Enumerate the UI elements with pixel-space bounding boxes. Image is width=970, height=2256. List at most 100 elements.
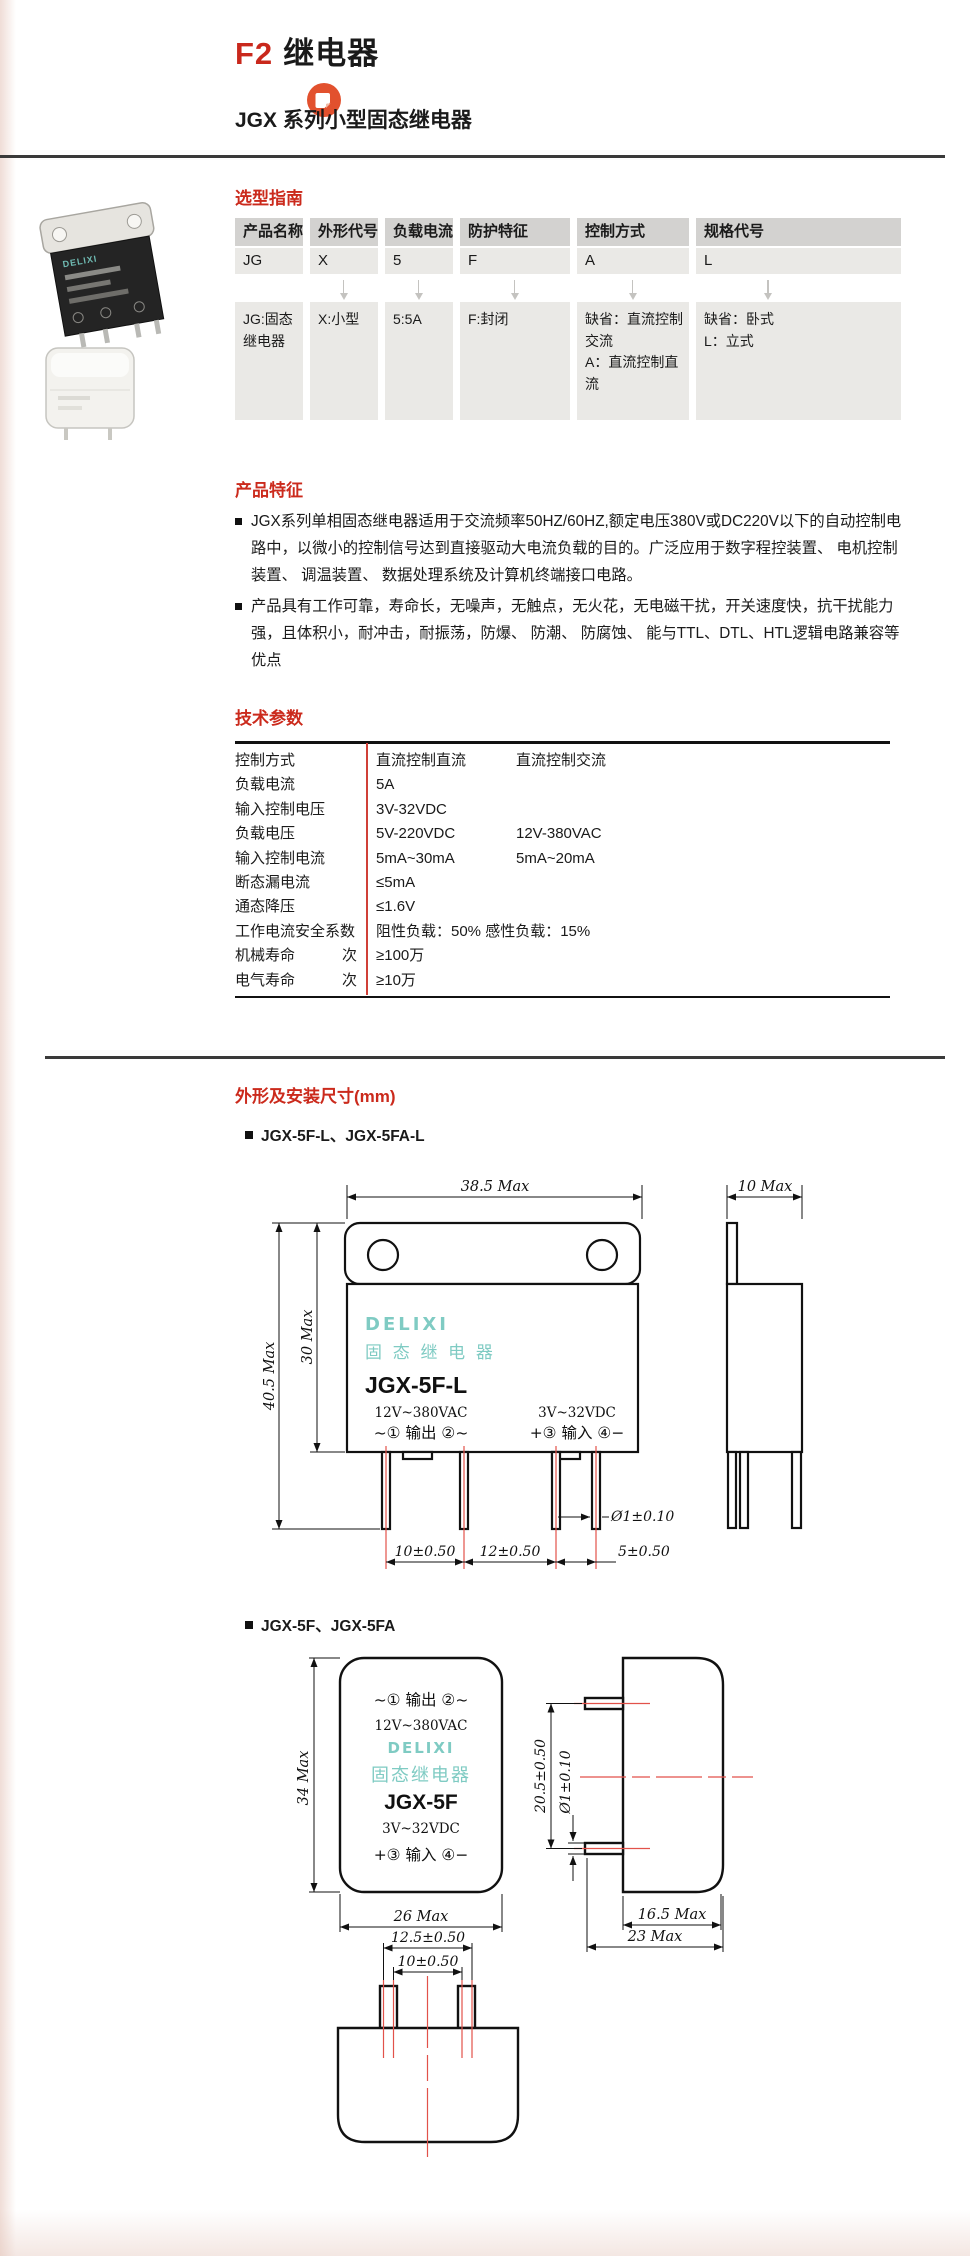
column-header: 外形代号 bbox=[310, 218, 378, 246]
dim-pitch-34: 5±0.50 bbox=[618, 1544, 670, 1560]
down-arrow-icon bbox=[310, 276, 378, 300]
side-view-outline: 10 Max bbox=[725, 1179, 804, 1530]
code-cell: 5 bbox=[385, 248, 453, 274]
bullet-square-icon bbox=[235, 603, 242, 610]
output-voltage: 12V~380VAC bbox=[375, 1718, 468, 1734]
param-label: 断态漏电流 bbox=[235, 874, 311, 891]
down-arrow-icon bbox=[385, 276, 453, 300]
input-voltage: 3V~32VDC bbox=[382, 1821, 460, 1837]
tech-row: 工作电流安全系数 阻性负载：50% 感性负载：15% bbox=[235, 920, 890, 944]
drawing1-label: JGX-5F-L、JGX-5FA-L bbox=[245, 1124, 425, 1146]
param-label: 输入控制电压 bbox=[235, 800, 326, 818]
param-value-dc: 3V-32VDC bbox=[376, 800, 447, 818]
param-value-ac: 12V-380VAC bbox=[516, 825, 602, 843]
input-terminals: +③ 输入 ④− bbox=[374, 1846, 469, 1864]
down-arrow-icon bbox=[636, 276, 901, 300]
dim-height: 34 Max bbox=[296, 1751, 312, 1806]
note-icon bbox=[307, 83, 341, 117]
drawing-jgx-5f: ~① 输出 ②~ 12V~380VAC DELIXI 固态继电器 JGX-5F … bbox=[296, 1656, 753, 2157]
dim-depth-body: 16.5 Max bbox=[638, 1907, 707, 1923]
param-label: 负载电流 bbox=[235, 776, 296, 794]
feature-item: JGX系列单相固态继电器适用于交流频率50HZ/60HZ,额定电压380V或DC… bbox=[235, 508, 911, 589]
tech-row: 电气寿命次≥10万 bbox=[235, 969, 890, 993]
desc-cell: 5:5A bbox=[385, 302, 453, 420]
dim-depth: 10 Max bbox=[738, 1179, 793, 1195]
heading-tech-params: 技术参数 bbox=[235, 709, 303, 728]
table-border-top bbox=[235, 741, 890, 744]
dim-depth-total: 23 Max bbox=[627, 1929, 683, 1945]
tech-row: 控制方式直流控制直流直流控制交流 bbox=[235, 749, 890, 773]
param-label: 通态降压 bbox=[235, 898, 296, 916]
bullet-square-icon bbox=[235, 518, 242, 525]
feature-text: 产品具有工作可靠，寿命长，无噪声，无触点，无火花，无电磁干扰，开关速度快，抗干扰… bbox=[251, 598, 900, 669]
param-label: 负载电压 bbox=[235, 825, 296, 843]
dim-width: 26 Max bbox=[393, 1909, 449, 1925]
side-view-outline bbox=[583, 1656, 725, 1894]
code-cell: X bbox=[310, 248, 378, 274]
param-unit: 次 bbox=[342, 971, 358, 989]
output-terminals: ~① 输出 ②~ bbox=[374, 1424, 469, 1442]
param-value-dc: 5A bbox=[376, 776, 395, 794]
drawing-jgx-5f-l: DELIXI 固 态 继 电 器 JGX-5F-L 12V~380VAC ~① … bbox=[262, 1179, 804, 1569]
column-header: 控制方式 bbox=[577, 218, 689, 246]
column-header: 产品名称 bbox=[235, 218, 303, 246]
dimension-lines: 38.5 Max 40.5 Max 30 Max Ø1±0.10 10±0.50… bbox=[262, 1179, 674, 1566]
down-arrow-icon bbox=[577, 276, 689, 300]
dim-pitch-12: 10±0.50 bbox=[395, 1544, 456, 1560]
output-terminals: ~① 输出 ②~ bbox=[374, 1691, 469, 1709]
column-header: 防护特征 bbox=[460, 218, 570, 246]
param-label: 机械寿命 bbox=[235, 947, 296, 965]
desc-cell: X:小型 bbox=[310, 302, 378, 420]
desc-cell: JG:固态继电器 bbox=[235, 302, 303, 420]
input-terminals: +③ 输入 ④− bbox=[530, 1424, 625, 1442]
tech-row: 断态漏电流≤5mA bbox=[235, 871, 890, 895]
page-title-text: 继电器 bbox=[283, 36, 380, 71]
page-title: F2 继电器 bbox=[235, 28, 379, 73]
model-text: JGX-5F-L bbox=[365, 1372, 467, 1398]
param-label: 控制方式 bbox=[235, 752, 296, 769]
down-arrow-icon bbox=[460, 276, 570, 300]
param-value-dc: ≤1.6V bbox=[376, 898, 416, 916]
drawing2-label: JGX-5F、JGX-5FA bbox=[245, 1614, 395, 1636]
code-cell: L bbox=[696, 248, 901, 274]
tech-row: 输入控制电压 3V-32VDC bbox=[235, 798, 890, 822]
brand-logo-text: DELIXI bbox=[365, 1314, 449, 1335]
param-value-dc: 5V-220VDC bbox=[376, 825, 456, 843]
output-voltage: 12V~380VAC bbox=[375, 1405, 468, 1421]
code-cell: JG bbox=[235, 248, 303, 274]
front-view-outline bbox=[338, 1656, 504, 1894]
param-unit: 次 bbox=[342, 947, 358, 965]
pin-centerlines bbox=[385, 1446, 597, 1569]
dim-pin-diameter: Ø1±0.10 bbox=[558, 1750, 574, 1814]
product-photo-vertical-relay: DELIXI bbox=[39, 202, 165, 348]
dim-width: 38.5 Max bbox=[461, 1179, 530, 1195]
param-label: 工作电流安全系数 bbox=[235, 922, 356, 940]
column-header: 规格代号 bbox=[696, 218, 901, 246]
tech-row: 负载电压 5V-220VDC 12V-380VAC bbox=[235, 822, 890, 846]
param-value-ac: 5mA~20mA bbox=[516, 849, 595, 867]
section-code: F2 bbox=[235, 36, 274, 71]
dim-pin-span: 20.5±0.50 bbox=[533, 1739, 549, 1814]
dim-pin-outer: 12.5±0.50 bbox=[391, 1930, 465, 1946]
param-value-dc: 直流控制直流 bbox=[376, 752, 467, 769]
param-value-dc: ≥10万 bbox=[376, 971, 416, 989]
feature-text: JGX系列单相固态继电器适用于交流频率50HZ/60HZ,额定电压380V或DC… bbox=[251, 513, 902, 584]
heading-dimensions: 外形及安装尺寸(mm) bbox=[235, 1087, 396, 1106]
param-value-dc: 阻性负载：50% 感性负载：15% bbox=[376, 922, 591, 940]
tech-row: 机械寿命次≥100万 bbox=[235, 944, 890, 968]
feature-list: JGX系列单相固态继电器适用于交流频率50HZ/60HZ,额定电压380V或DC… bbox=[235, 508, 911, 678]
brand-cn-text: 固 态 继 电 器 bbox=[365, 1343, 496, 1362]
side-view-centerlines bbox=[574, 1702, 753, 1850]
dim-height-body: 30 Max bbox=[300, 1310, 316, 1365]
tech-row: 负载电流 5A bbox=[235, 773, 890, 797]
column-header: 负载电流 bbox=[385, 218, 453, 246]
dim-height-total: 40.5 Max bbox=[262, 1342, 278, 1412]
selection-table: 产品名称 JG JG:固态继电器 外形代号 X X:小型 负载电流 5 5:5A… bbox=[235, 218, 901, 424]
feature-item: 产品具有工作可靠，寿命长，无噪声，无触点，无火花，无电磁干扰，开关速度快，抗干扰… bbox=[235, 593, 911, 674]
table-red-divider bbox=[366, 743, 368, 995]
bullet-square-icon bbox=[245, 1621, 253, 1629]
divider-top bbox=[0, 155, 945, 158]
side-dimensions: 20.5±0.50 Ø1±0.10 16.5 Max 23 Max bbox=[533, 1703, 724, 1952]
